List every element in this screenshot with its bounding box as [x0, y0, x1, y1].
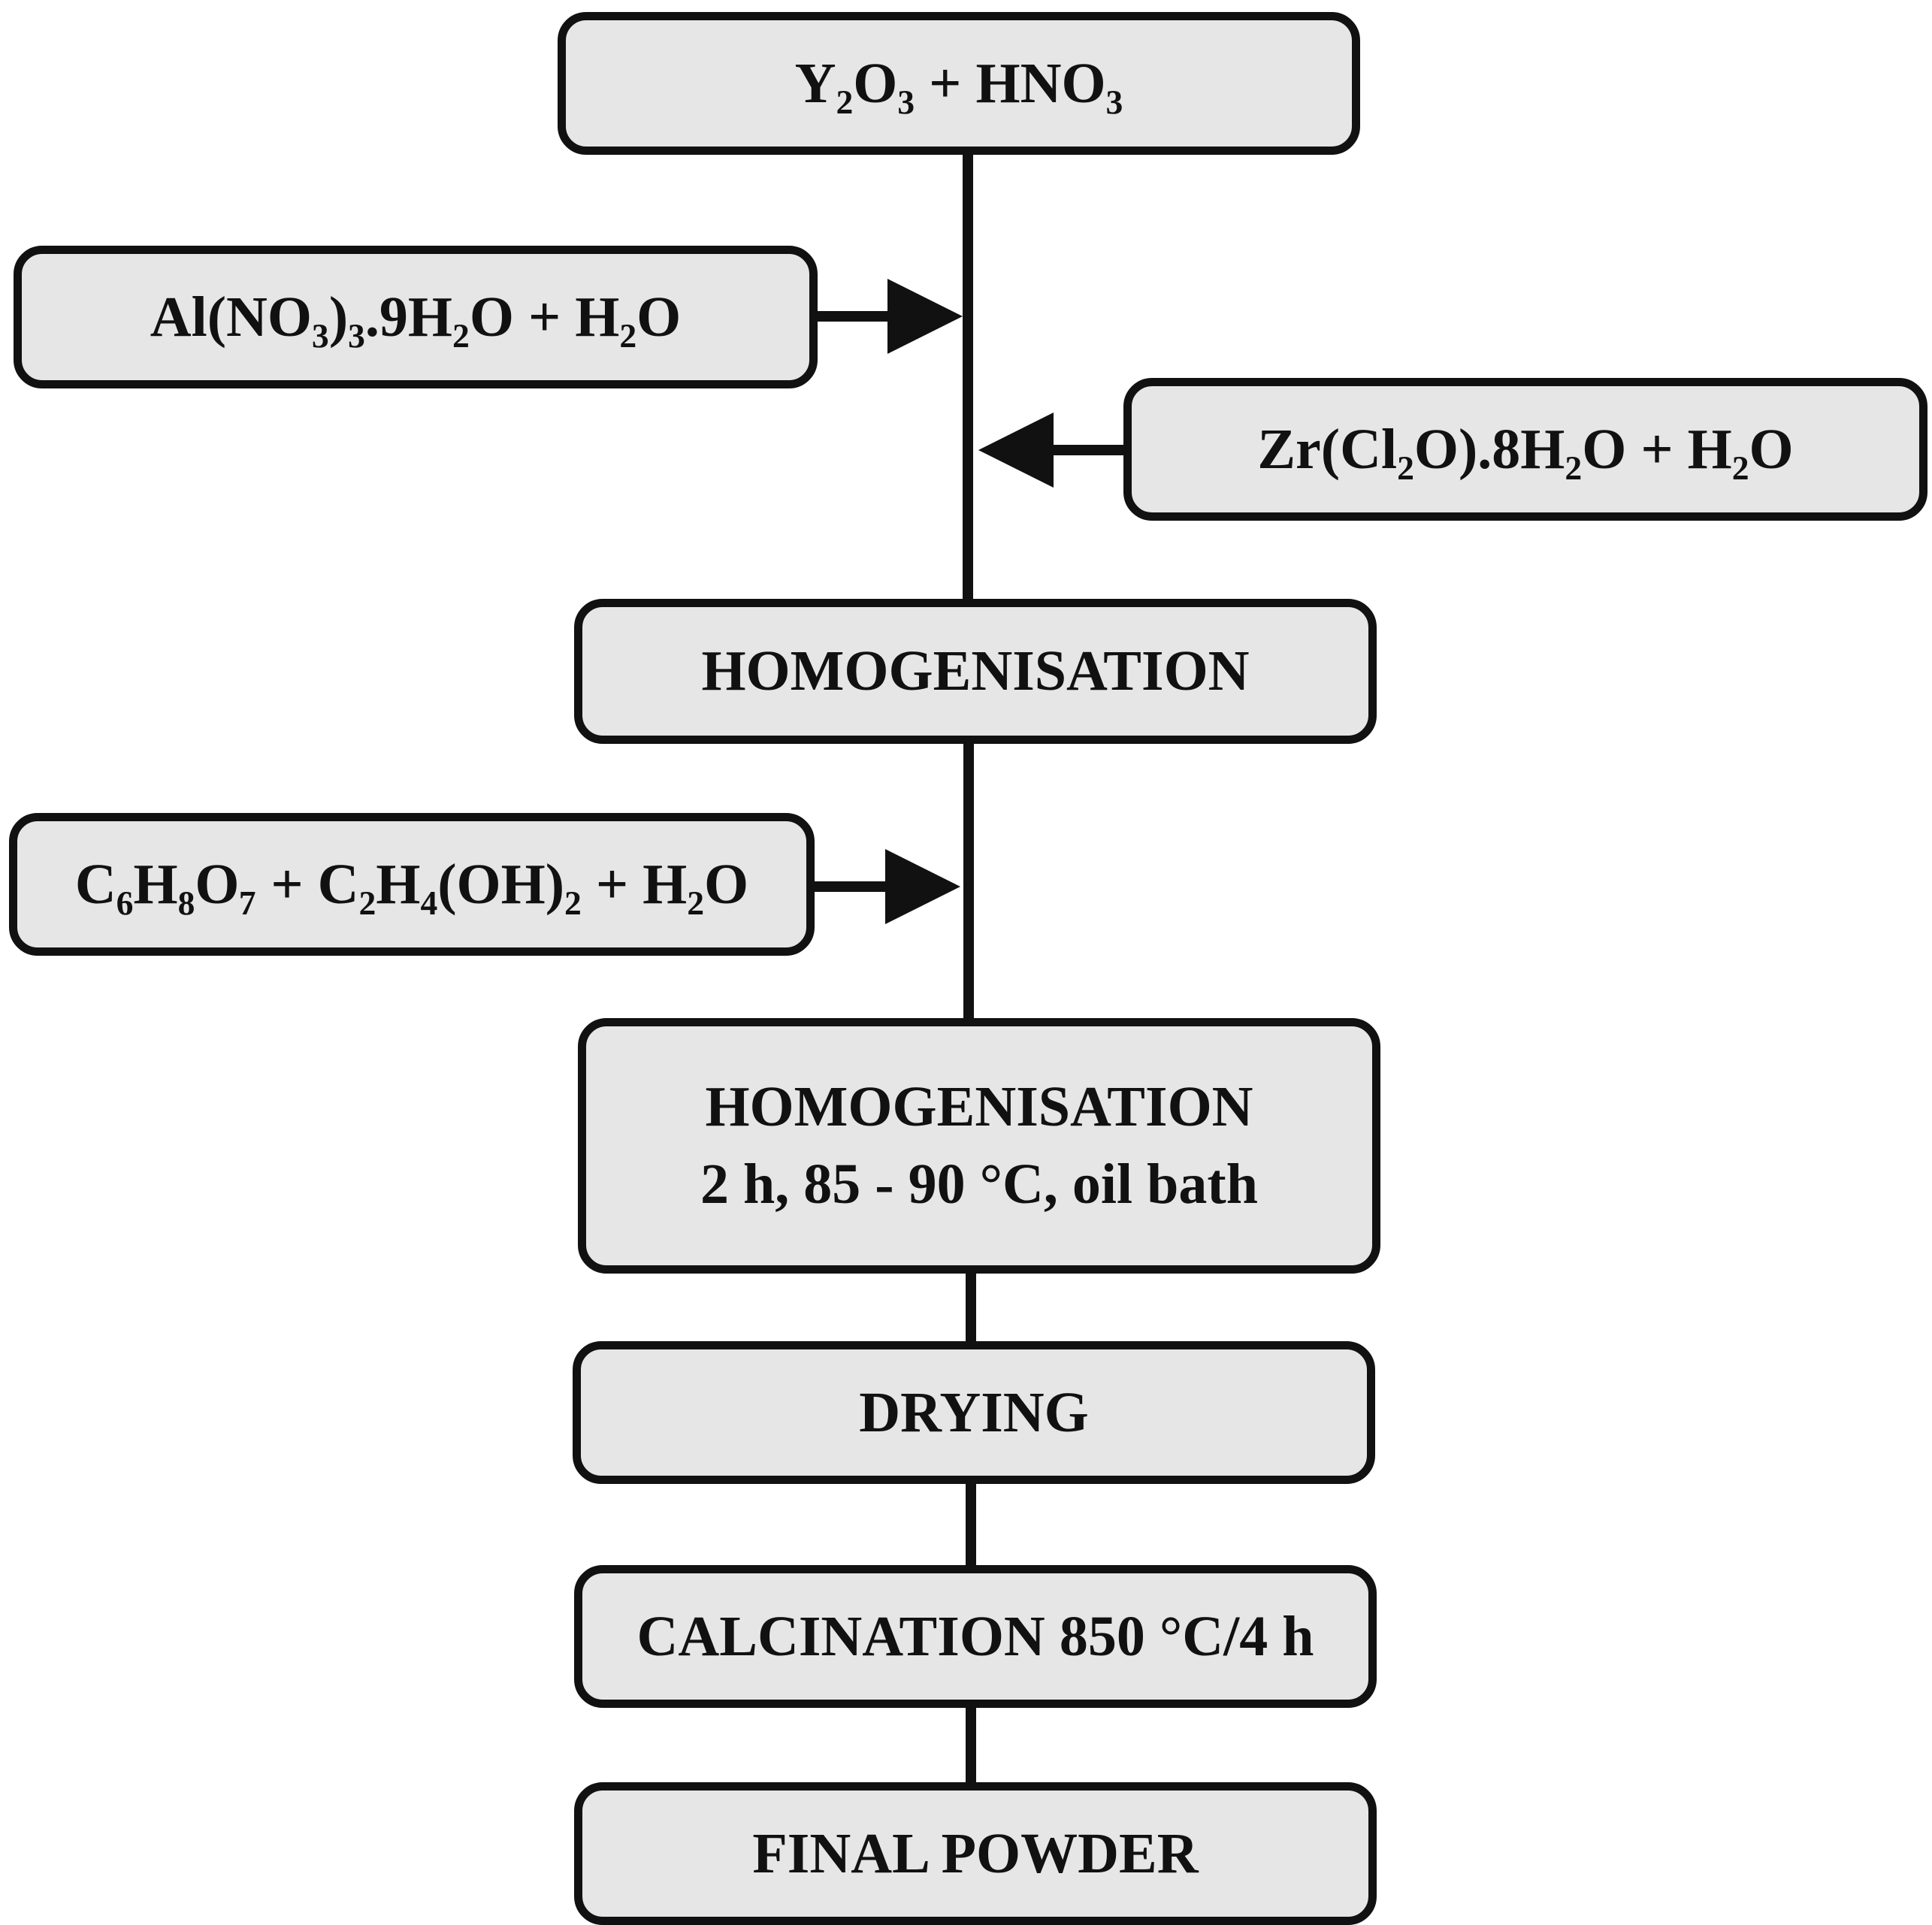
box-homogenisation-2-conditions: 2 h, 85 - 90 °C, oil bath: [700, 1153, 1258, 1216]
box-drying-label: DRYING: [859, 1380, 1089, 1444]
box-y2o3-hno3-label: Y₂O₃ + HNO₃: [794, 51, 1123, 115]
box-citric-glycol-label: C₆H₈O₇ + C₂H₄(OH)₂ + H₂O: [74, 852, 749, 916]
box-calcination: CALCINATION 850 °C/4 h: [574, 1565, 1377, 1708]
arrow-zr-head: [978, 412, 1054, 488]
connector-oilbath-to-drying: [966, 1270, 976, 1345]
box-al-nitrate: Al(NO₃)₃.9H₂O + H₂O: [14, 246, 818, 388]
box-homogenisation-2: HOMOGENISATION 2 h, 85 - 90 °C, oil bath: [578, 1018, 1380, 1274]
connector-top-to-homogenisation: [963, 150, 973, 605]
box-citric-glycol: C₆H₈O₇ + C₂H₄(OH)₂ + H₂O: [9, 813, 815, 956]
box-calcination-label: CALCINATION 850 °C/4 h: [636, 1604, 1314, 1668]
connector-drying-to-calcination: [966, 1480, 976, 1570]
arrow-al-shaft: [815, 311, 890, 322]
box-homogenisation-2-title: HOMOGENISATION: [705, 1075, 1253, 1139]
arrow-citric-shaft: [813, 881, 888, 892]
box-drying: DRYING: [573, 1341, 1375, 1484]
arrow-citric-head: [885, 849, 960, 924]
arrow-zr-shaft: [1052, 445, 1127, 455]
box-final-powder-label: FINAL POWDER: [752, 1821, 1199, 1885]
box-zr-salt: Zr(Cl₂O).8H₂O + H₂O: [1123, 378, 1927, 521]
box-y2o3-hno3: Y₂O₃ + HNO₃: [558, 12, 1360, 155]
box-homogenisation-1-label: HOMOGENISATION: [701, 639, 1250, 703]
connector-homogenisation-to-homogenisation-oilbath: [963, 740, 974, 1018]
box-final-powder: FINAL POWDER: [574, 1782, 1377, 1925]
box-al-nitrate-label: Al(NO₃)₃.9H₂O + H₂O: [150, 285, 682, 349]
arrow-al-head: [887, 279, 963, 354]
box-homogenisation-1: HOMOGENISATION: [574, 599, 1377, 744]
connector-calcination-to-final: [966, 1702, 976, 1788]
box-zr-salt-label: Zr(Cl₂O).8H₂O + H₂O: [1257, 417, 1794, 481]
